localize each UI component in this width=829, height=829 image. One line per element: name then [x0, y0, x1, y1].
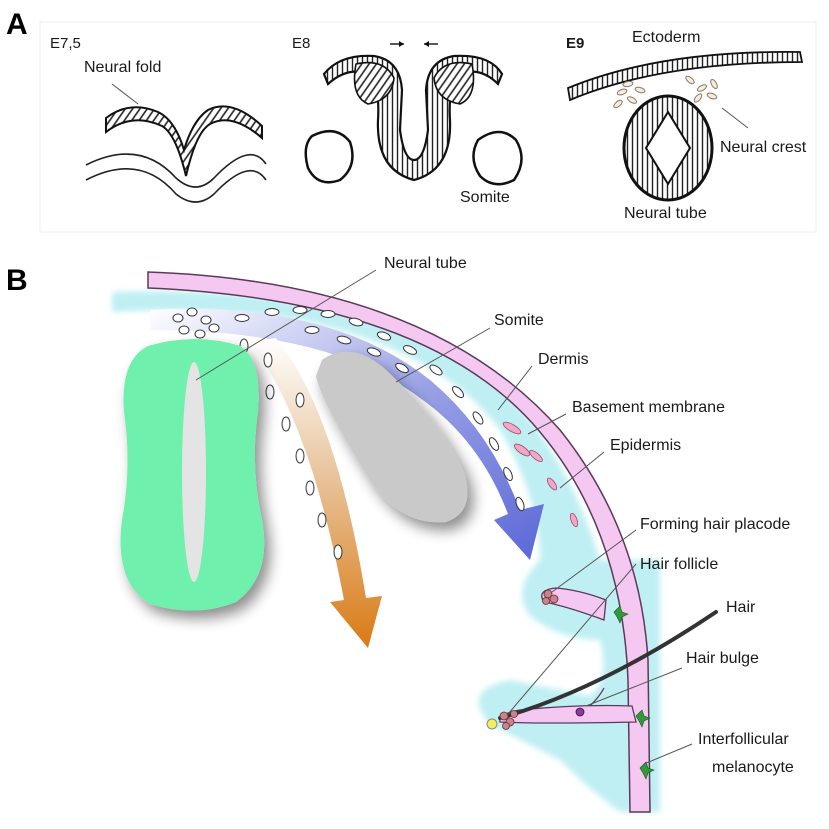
somite-label-b: Somite — [494, 312, 544, 329]
somite-label-a: Somite — [460, 189, 510, 206]
stage-e8-label: E8 — [292, 35, 310, 52]
hair-label: Hair — [726, 599, 756, 616]
neural-tube-label-a: Neural tube — [624, 205, 707, 222]
hair-follicle-label: Hair follicle — [640, 556, 718, 573]
bulge-melanocyte — [576, 708, 584, 716]
interfollicular-label-line1: Interfollicular — [698, 731, 789, 748]
neural-tube-lumen — [182, 362, 206, 582]
dermis-label: Dermis — [538, 351, 589, 368]
panel-a: A E7,5 Neural fold E8 Somite E9 — [6, 8, 816, 232]
right-somite-e8 — [473, 132, 521, 184]
neural-tube-label-b: Neural tube — [384, 255, 467, 272]
epidermis-label: Epidermis — [610, 437, 681, 454]
neural-fold-label: Neural fold — [84, 59, 161, 76]
stage-e9-label: E9 — [566, 35, 584, 52]
panel-b-letter: B — [6, 264, 28, 297]
panel-b: B — [6, 255, 794, 812]
panel-a-letter: A — [6, 8, 28, 41]
left-somite-e8 — [306, 131, 353, 182]
ectoderm-label: Ectoderm — [632, 29, 700, 46]
forming-hair-placode-label: Forming hair placode — [640, 516, 790, 533]
hair-bulge-label: Hair bulge — [686, 650, 759, 667]
neural-crest-label-a: Neural crest — [720, 139, 807, 156]
dermal-papilla-cell — [487, 719, 497, 729]
interfollicular-label-line2: melanocyte — [712, 759, 794, 776]
stage-e75-label: E7,5 — [50, 35, 81, 52]
basement-membrane-label: Basement membrane — [572, 399, 725, 416]
